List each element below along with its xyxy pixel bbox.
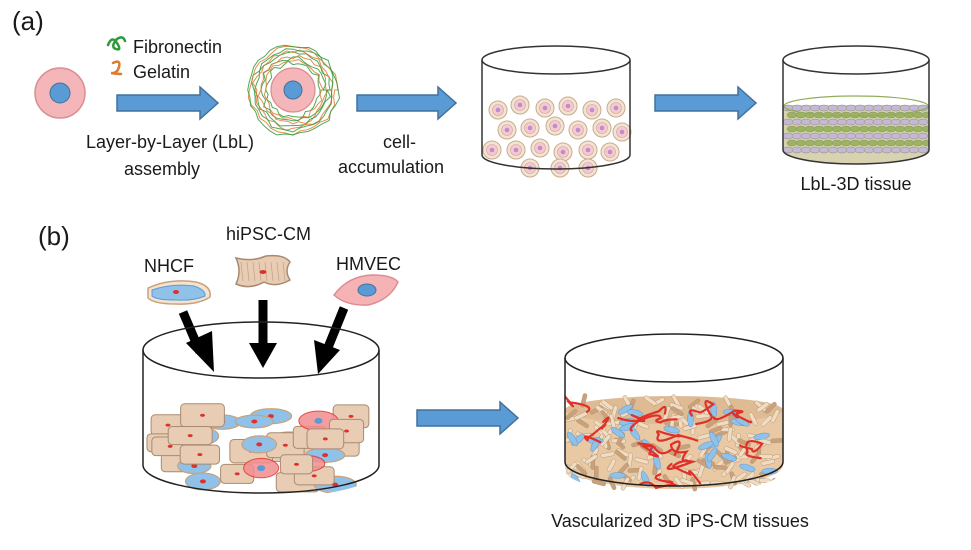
hmvec-label: HMVEC [336,254,401,274]
well-lbl-3d-tissue [782,45,930,165]
vascularized-tissue-label: Vascularized 3D iPS-CM tissues [551,511,809,531]
lbl-3d-tissue-label: LbL-3D tissue [800,174,911,194]
gelatin-legend-icon [110,60,123,76]
hipsc-cm-cell-icon [234,254,292,288]
step2-label-line2: accumulation [338,157,444,177]
panel-a-label: (a) [12,6,44,36]
gelatin-legend-label: Gelatin [133,62,190,82]
step2-label-line1: cell- [383,132,416,152]
arrow-nhcf-into-well [178,310,214,372]
coated-cell-icon [247,44,341,136]
arrow-to-lbl-tissue [654,85,758,121]
fibronectin-legend-icon [106,36,127,51]
arrow-hmvec-into-well [314,306,349,374]
step1-label-line2: assembly [124,159,200,179]
panel-b-label: (b) [38,221,70,251]
arrow-to-vascularized-tissue [416,400,520,436]
arrow-cell-accumulation [356,85,458,121]
nhcf-cell-icon [147,280,211,305]
single-cell-icon [34,67,86,119]
well-mixed-cells [142,321,380,494]
fibronectin-legend-label: Fibronectin [133,37,222,57]
nhcf-label: NHCF [144,256,194,276]
step1-label-line1: Layer-by-Layer (LbL) [86,132,254,152]
hipsc-cm-label: hiPSC-CM [226,224,311,244]
hmvec-cell-icon [332,274,399,306]
arrow-lbl-assembly [116,85,220,121]
arrow-hipsc-cm-into-well [249,300,277,368]
well-vascularized-tissue [564,333,784,492]
well-dispersed-cells [481,45,632,178]
